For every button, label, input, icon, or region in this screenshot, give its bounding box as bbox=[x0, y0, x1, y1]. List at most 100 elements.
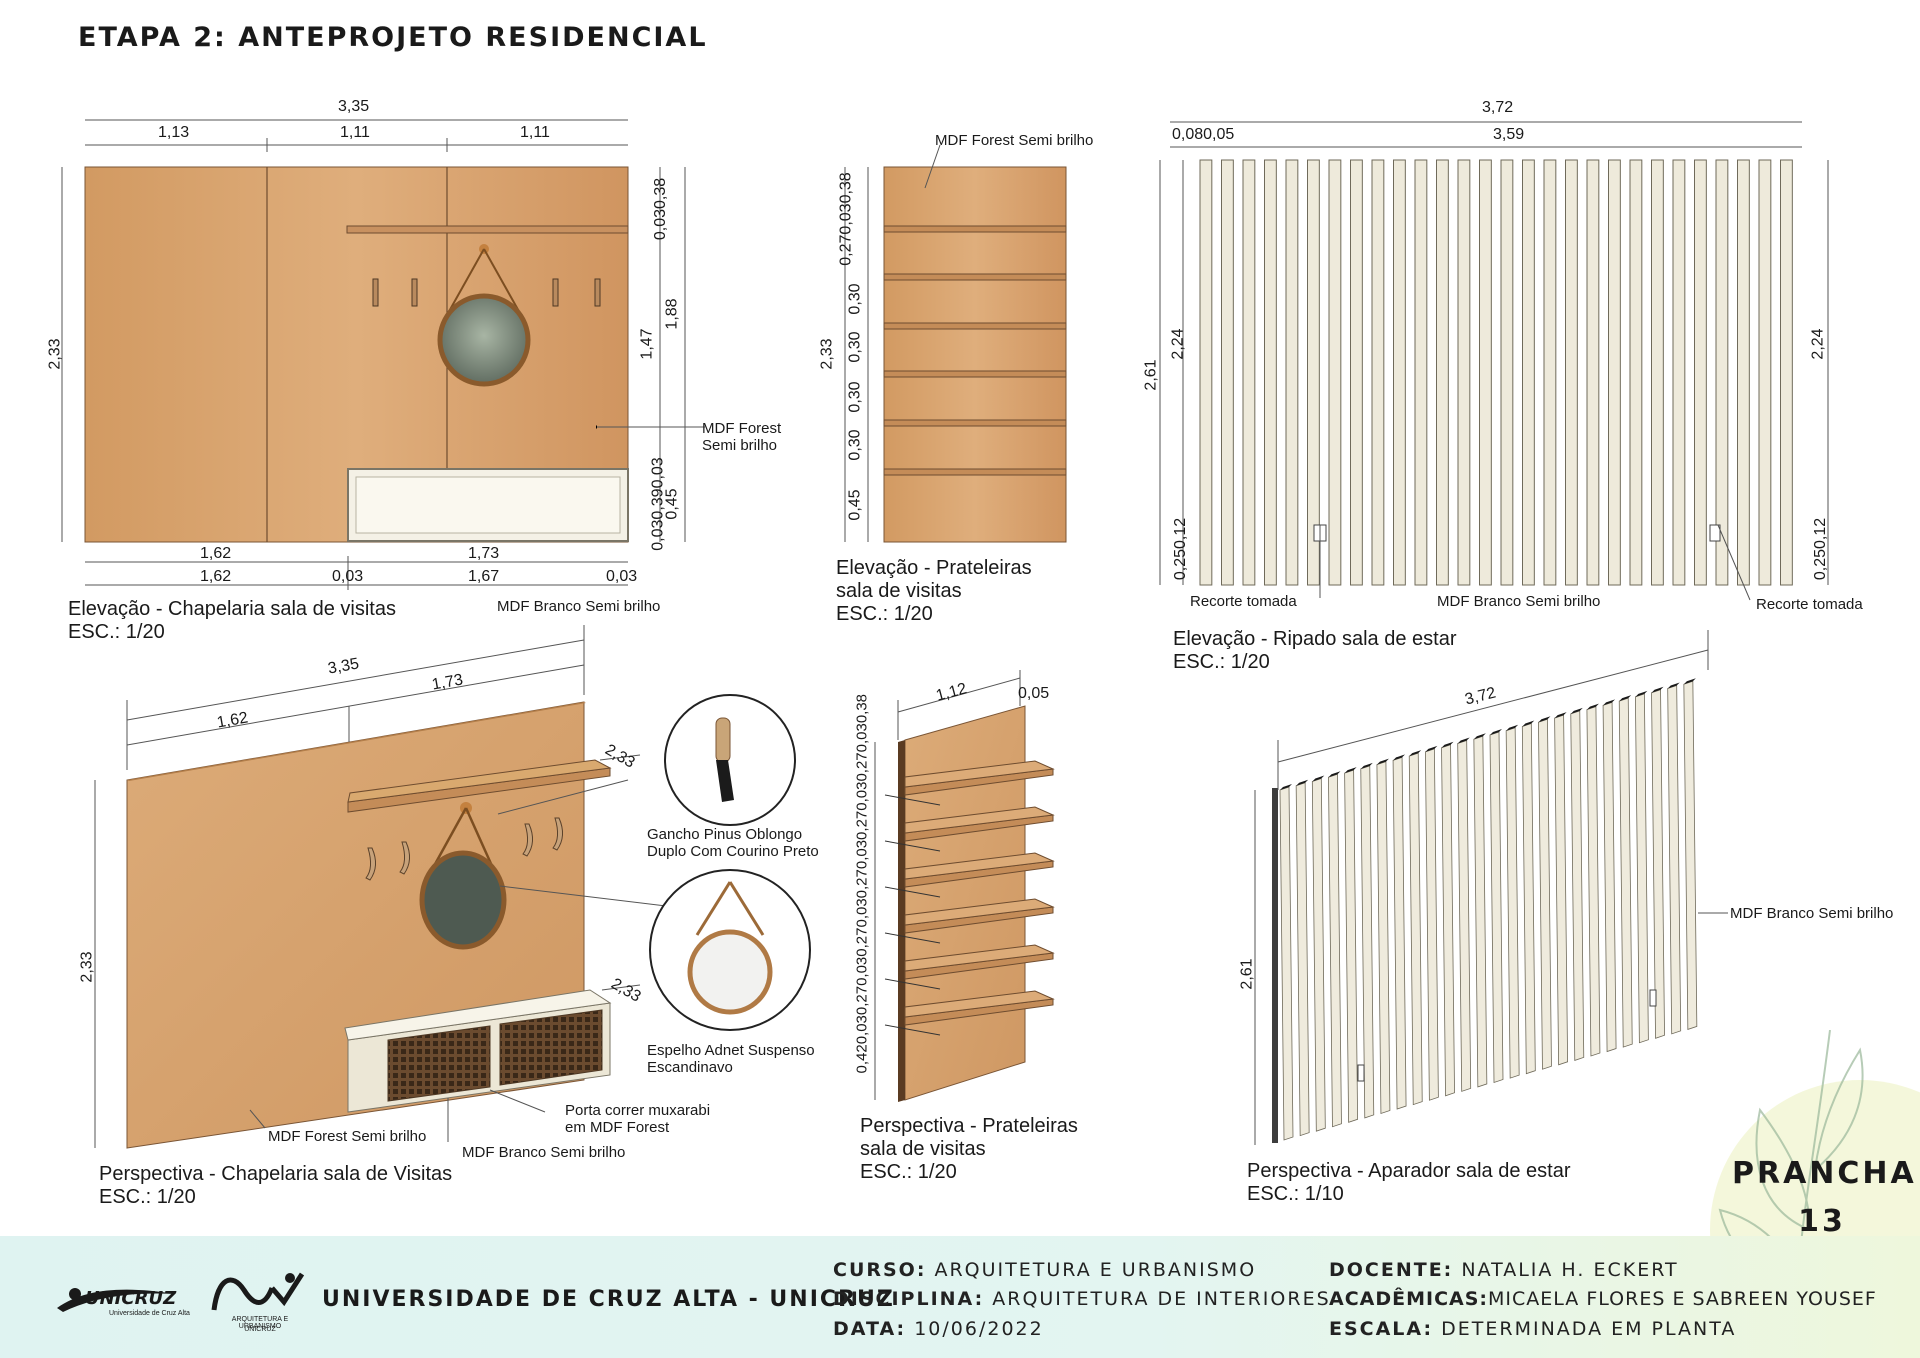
dim-prat-030-a: 0,30 bbox=[846, 283, 864, 315]
label-persp-branco: MDF Branco Semi brilho bbox=[462, 1144, 626, 1161]
ripado-slat bbox=[1350, 159, 1363, 586]
dim-ripado-total: 3,72 bbox=[1482, 99, 1514, 116]
ripado-slat bbox=[1457, 159, 1471, 586]
aparador-slat bbox=[1634, 693, 1649, 1044]
aparador-slat bbox=[1279, 786, 1294, 1141]
caption-persp-prateleiras-2: sala de visitas bbox=[860, 1138, 986, 1160]
logo-unicruz: UNICRUZ Universidade de Cruz Alta bbox=[55, 1280, 195, 1320]
data-value: 10/06/2022 bbox=[914, 1318, 1044, 1340]
label-aparador-branco: MDF Branco Semi brilho bbox=[1730, 905, 1894, 922]
dim-height: 2,33 bbox=[46, 338, 64, 370]
scale-persp-aparador: ESC.: 1/10 bbox=[1247, 1183, 1344, 1205]
round-mirror bbox=[437, 293, 531, 387]
dim-segment-2: 1,11 bbox=[340, 124, 370, 141]
ripado-slat bbox=[1694, 159, 1707, 586]
footer-curso: CURSO: ARQUITETURA E URBANISMO bbox=[833, 1259, 1256, 1281]
ripado-slat bbox=[1543, 159, 1557, 586]
dim-prat-030-c: 0,30 bbox=[846, 381, 864, 413]
prancha-label: PRANCHA bbox=[1732, 1156, 1917, 1191]
academicas-key: ACADÊMICAS: bbox=[1329, 1288, 1489, 1310]
perspective-aparador bbox=[1272, 678, 1698, 1143]
logo-unicruz-sub: Universidade de Cruz Alta bbox=[109, 1310, 190, 1317]
dim-prat-030-b: 0,30 bbox=[846, 331, 864, 363]
dim-bottom2-162: 1,62 bbox=[200, 568, 232, 585]
ripado-slat bbox=[1242, 159, 1256, 586]
perspective-chapelaria bbox=[94, 625, 811, 1149]
label-espelho: Espelho Adnet Suspenso Escandinavo bbox=[647, 1042, 815, 1076]
ripado-slat bbox=[1715, 159, 1729, 586]
disciplina-key: DISCIPLINA: bbox=[833, 1288, 985, 1310]
ripado-slat bbox=[1737, 159, 1750, 586]
logo-unicruz-text: UNICRUZ bbox=[85, 1288, 177, 1309]
scale-elev-prateleiras: ESC.: 1/20 bbox=[836, 603, 933, 625]
label-recorte-tomada-right: Recorte tomada bbox=[1756, 596, 1863, 613]
label-ripado-branco: MDF Branco Semi brilho bbox=[1437, 593, 1601, 610]
escala-key: ESCALA: bbox=[1329, 1318, 1434, 1340]
ripado-slat bbox=[1651, 159, 1664, 586]
perspective-prateleiras bbox=[874, 670, 1055, 1102]
caption-elev-ripado: Elevação - Ripado sala de estar bbox=[1173, 628, 1457, 650]
aparador-slat bbox=[1651, 689, 1665, 1039]
elevation-ripado bbox=[1199, 159, 1793, 586]
dim-prat-030-d: 0,30 bbox=[846, 429, 864, 461]
curso-value: ARQUITETURA E URBANISMO bbox=[934, 1259, 1257, 1281]
dim-bottom2-003b: 0,03 bbox=[606, 568, 638, 585]
aparador-slat bbox=[1586, 706, 1601, 1057]
footer-data: DATA: 10/06/2022 bbox=[833, 1318, 1044, 1340]
ripado-slat bbox=[1328, 159, 1342, 586]
footer-docente: DOCENTE: NATALIA H. ECKERT bbox=[1329, 1259, 1679, 1281]
ripado-slat bbox=[1221, 159, 1234, 586]
logo-au-sub1: ARQUITETURA E URBANISMO bbox=[231, 1316, 289, 1330]
aparador-slat bbox=[1328, 773, 1342, 1128]
dim-right-188: 1,88 bbox=[663, 298, 681, 330]
ripado-slat bbox=[1608, 159, 1621, 586]
ripado-dims bbox=[1159, 121, 1829, 601]
docente-key: DOCENTE: bbox=[1329, 1259, 1454, 1281]
ripado-slat bbox=[1780, 159, 1793, 586]
aparador-slat bbox=[1489, 731, 1504, 1084]
ripado-slat bbox=[1629, 159, 1643, 586]
dim-prat-top: 0,270,030,38 bbox=[837, 172, 855, 266]
data-key: DATA: bbox=[833, 1318, 907, 1340]
aparador-outlet-left bbox=[1357, 1064, 1365, 1082]
detail-gancho-circle bbox=[664, 694, 796, 826]
ripado-slat bbox=[1500, 159, 1514, 586]
aparador-slat bbox=[1424, 748, 1439, 1101]
aparador-slat bbox=[1505, 727, 1520, 1079]
dim-bottom2-167: 1,67 bbox=[468, 568, 500, 585]
ripado-slat bbox=[1285, 159, 1299, 586]
prancha-block: PRANCHA 13 bbox=[1732, 1150, 1917, 1246]
scale-persp-chapelaria: ESC.: 1/20 bbox=[99, 1186, 196, 1208]
dim-segment-3: 1,11 bbox=[520, 124, 550, 141]
caption-persp-aparador: Perspectiva - Aparador sala de estar bbox=[1247, 1160, 1571, 1182]
elevation-prateleiras bbox=[844, 144, 1067, 543]
persp-mirror bbox=[419, 850, 507, 950]
scale-elev-chapelaria: ESC.: 1/20 bbox=[68, 621, 165, 643]
university-name: UNIVERSIDADE DE CRUZ ALTA - UNICRUZ bbox=[322, 1287, 895, 1312]
caption-elev-chapelaria: Elevação - Chapelaria sala de visitas bbox=[68, 598, 396, 620]
ripado-slat bbox=[1393, 159, 1406, 586]
sheet-title: ETAPA 2: ANTEPROJETO RESIDENCIAL bbox=[78, 22, 708, 53]
dim-right-147: 1,47 bbox=[638, 328, 656, 360]
top-shelf bbox=[346, 225, 629, 234]
aparador-slat bbox=[1618, 697, 1633, 1048]
dim-total-width: 3,35 bbox=[338, 98, 370, 115]
dim-ripado-224-left: 2,24 bbox=[1169, 328, 1187, 360]
aparador-slat bbox=[1441, 744, 1455, 1097]
aparador-slat bbox=[1667, 684, 1682, 1035]
label-recorte-tomada-left: Recorte tomada bbox=[1190, 593, 1297, 610]
ripado-slat bbox=[1586, 159, 1600, 586]
hooks bbox=[372, 278, 601, 307]
ripado-slat bbox=[1565, 159, 1578, 586]
label-persp-forest: MDF Forest Semi brilho bbox=[268, 1128, 427, 1145]
logo-arquitetura: ARQUITETURA E URBANISMO UNICRUZ bbox=[210, 1268, 310, 1338]
dim-bottom2-003a: 0,03 bbox=[332, 568, 364, 585]
aparador-slat bbox=[1408, 752, 1423, 1106]
dim-ripado-261: 2,61 bbox=[1142, 359, 1160, 391]
scale-persp-prateleiras: ESC.: 1/20 bbox=[860, 1161, 957, 1183]
ripado-slat bbox=[1307, 159, 1320, 586]
aparador-slat bbox=[1376, 761, 1391, 1115]
ripado-slat bbox=[1264, 159, 1277, 586]
ripado-slat bbox=[1479, 159, 1492, 586]
ripado-slat bbox=[1371, 159, 1385, 586]
